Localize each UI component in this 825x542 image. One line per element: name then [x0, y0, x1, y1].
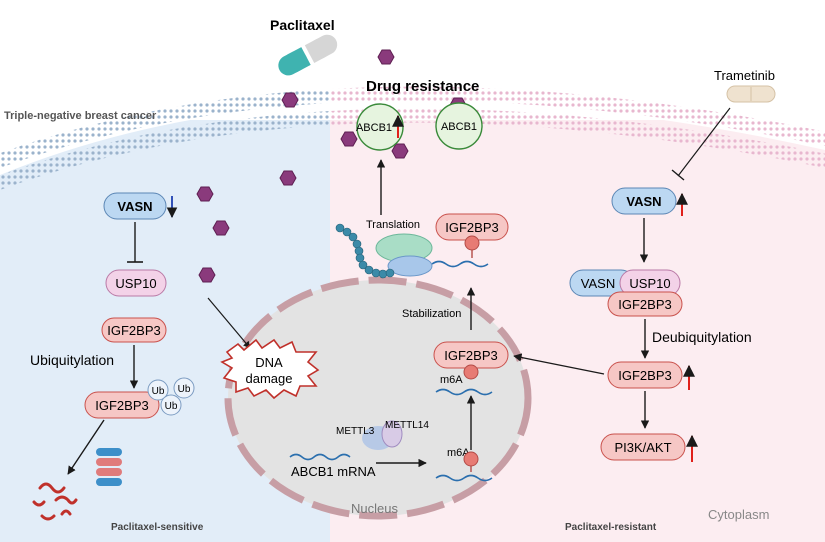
deubiquitylation-label: Deubiquitylation — [652, 329, 752, 345]
svg-text:VASN: VASN — [117, 199, 152, 214]
svg-text:IGF2BP3: IGF2BP3 — [618, 297, 671, 312]
drug-resistance-label: Drug resistance — [366, 78, 479, 95]
nuclear-envelope — [224, 276, 532, 520]
paclitaxel-label: Paclitaxel — [270, 17, 335, 33]
igf2bp3-ubiquitylated — [84, 391, 160, 419]
m6a-mark — [463, 451, 479, 467]
svg-text:USP10: USP10 — [115, 276, 156, 291]
cell-type-label: Triple-negative breast cancer — [4, 110, 157, 122]
svg-text:IGF2BP3: IGF2BP3 — [95, 398, 148, 413]
abcb1-transporter-2 — [435, 102, 483, 150]
stabilization-label: Stabilization — [402, 308, 461, 320]
dna-damage-burst — [220, 338, 320, 400]
trametinib-label: Trametinib — [714, 68, 775, 83]
svg-text:VASN: VASN — [626, 194, 661, 209]
svg-text:PI3K/AKT: PI3K/AKT — [614, 440, 671, 455]
svg-text:ABCB1: ABCB1 — [356, 122, 392, 134]
svg-text:IGF2BP3: IGF2BP3 — [618, 368, 671, 383]
extracellular-space — [0, 100, 825, 175]
membrane-left — [0, 89, 330, 191]
paclitaxel-capsule-icon — [278, 34, 338, 76]
svg-text:Ub: Ub — [178, 384, 191, 395]
translation-label: Translation — [366, 219, 420, 231]
svg-text:Ub: Ub — [152, 386, 165, 397]
svg-text:USP10: USP10 — [629, 276, 670, 291]
svg-text:METTL3: METTL3 — [336, 426, 375, 437]
svg-text:Ub: Ub — [165, 401, 178, 412]
svg-text:IGF2BP3: IGF2BP3 — [107, 323, 160, 338]
complex-igf2bp3 — [607, 291, 683, 317]
svg-text:damage: damage — [246, 371, 293, 386]
svg-text:DNA: DNA — [255, 355, 283, 370]
ribosome-icon — [375, 233, 433, 277]
svg-text:IGF2BP3: IGF2BP3 — [444, 348, 497, 363]
igf2bp3-left — [101, 317, 167, 343]
abcb1-mrna-strand — [289, 453, 351, 461]
degraded-protein-icon — [32, 482, 78, 521]
ubiquitylation-label: Ubiquitylation — [30, 352, 114, 368]
mettl14-shape — [381, 420, 403, 448]
igf2bp3-right — [607, 361, 683, 389]
svg-text:METTL14: METTL14 — [385, 420, 429, 431]
resistant-label: Paclitaxel-resistant — [565, 522, 657, 533]
svg-text:IGF2BP3: IGF2BP3 — [445, 220, 498, 235]
vasn-left — [103, 192, 167, 220]
ubiquitin-icons: Ub Ub Ub — [147, 377, 195, 416]
peptide-chain-icon — [335, 223, 395, 279]
svg-text:ABCB1: ABCB1 — [441, 121, 477, 133]
inhibition-line-trametinib — [677, 107, 731, 177]
pi3k-akt — [600, 433, 686, 461]
abcb1-transporter-1 — [356, 103, 404, 151]
svg-text:m6A: m6A — [440, 374, 463, 386]
svg-text:VASN: VASN — [581, 276, 615, 291]
usp10-left — [105, 269, 167, 297]
sensitive-label: Paclitaxel-sensitive — [111, 522, 204, 533]
nucleus-label: Nucleus — [351, 501, 398, 516]
abcb1-mrna-label: ABCB1 mRNA — [291, 464, 376, 479]
proteasome-icon — [96, 448, 122, 486]
cytoplasm-label: Cytoplasm — [708, 507, 769, 522]
